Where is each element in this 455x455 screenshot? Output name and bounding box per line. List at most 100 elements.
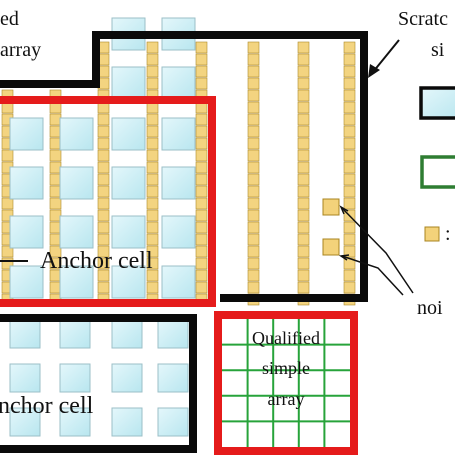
stripe-square	[49, 149, 62, 162]
cyan-cell	[59, 117, 94, 151]
stripe-square	[97, 197, 110, 210]
stripe-square	[343, 53, 356, 66]
stripe-square	[343, 281, 356, 294]
stripe-square	[247, 77, 260, 90]
stripe-square	[146, 113, 159, 126]
stripe-square	[146, 65, 159, 78]
noise-square-2	[322, 238, 340, 256]
stripe-square	[49, 221, 62, 234]
stripe-square	[343, 77, 356, 90]
anchor-cell-label: Anchor cell	[40, 248, 153, 274]
stripe-square	[1, 149, 14, 162]
cyan-cell	[111, 215, 146, 249]
stripe-square	[195, 185, 208, 198]
cyan-cell	[111, 117, 146, 151]
stripe-square	[343, 185, 356, 198]
cyan-cell-lower	[59, 319, 91, 349]
stripe-square	[1, 257, 14, 270]
stripe-square	[247, 185, 260, 198]
noise-square-legend-icon	[424, 226, 440, 242]
stripe-square	[49, 209, 62, 222]
stripe-square	[97, 125, 110, 138]
stripe-square	[97, 173, 110, 186]
stripe-square	[247, 173, 260, 186]
stripe-square	[146, 245, 159, 258]
cyan-cell-lower	[157, 363, 189, 393]
stripe-square	[97, 245, 110, 258]
cyan-cell-lower	[59, 363, 91, 393]
lower-array-outline	[0, 314, 197, 453]
stripe-square	[297, 233, 310, 246]
stripe-square	[195, 281, 208, 294]
stripe-square	[343, 65, 356, 78]
stripe-square	[49, 185, 62, 198]
noise-square-1	[322, 198, 340, 216]
stripe-square	[297, 113, 310, 126]
stripe-square	[247, 125, 260, 138]
stripe-square	[97, 149, 110, 162]
cyan-cell	[161, 117, 196, 151]
top-left-label-line1: ed	[0, 8, 19, 30]
stripe-square	[195, 65, 208, 78]
noise-pointer-1	[341, 207, 414, 294]
yellow-stripe-columns	[1, 41, 356, 306]
stripe-square	[97, 185, 110, 198]
stripe-square	[97, 209, 110, 222]
stripe-square	[97, 233, 110, 246]
noise-label: noi	[417, 297, 443, 319]
stripe-square	[297, 149, 310, 162]
stripe-square	[146, 197, 159, 210]
cyan-cell-lower	[59, 407, 91, 437]
stripe-square	[247, 221, 260, 234]
stripe-square	[297, 65, 310, 78]
stripe-square	[195, 269, 208, 282]
stripe-square	[195, 209, 208, 222]
stripe-square	[297, 221, 310, 234]
stripe-square	[297, 137, 310, 150]
stripe-square	[297, 77, 310, 90]
stripe-square	[343, 125, 356, 138]
stripe-square	[49, 173, 62, 186]
stripe-square	[247, 161, 260, 174]
stripe-square	[343, 245, 356, 258]
stripe-square	[297, 125, 310, 138]
anchor-cell-highlight-box	[0, 96, 216, 307]
stripe-square	[247, 101, 260, 114]
qualified-array-label-line3: array	[268, 389, 305, 409]
qualified-array-grid	[222, 319, 350, 447]
stripe-square	[195, 149, 208, 162]
qualified-array-label-line1: Qualified	[252, 328, 320, 348]
cyan-cell	[9, 215, 44, 249]
cyan-cell	[59, 265, 94, 299]
cyan-cell-lower	[157, 319, 189, 349]
stripe-square	[247, 209, 260, 222]
cyan-cell	[111, 265, 146, 299]
stripe-square	[343, 197, 356, 210]
stripe-square	[247, 53, 260, 66]
stripe-square	[343, 233, 356, 246]
stripe-square	[247, 233, 260, 246]
cyan-cell	[9, 166, 44, 200]
cyan-cell	[111, 66, 146, 100]
stripe-square	[247, 257, 260, 270]
stripe-square	[343, 113, 356, 126]
stripe-square	[195, 197, 208, 210]
stripe-square	[146, 53, 159, 66]
noise-pointer-2-head	[338, 254, 350, 261]
stripe-square	[297, 257, 310, 270]
stripe-square	[49, 137, 62, 150]
stripe-square	[247, 281, 260, 294]
stripe-square	[343, 149, 356, 162]
stripe-square	[247, 137, 260, 150]
stripe-square	[247, 113, 260, 126]
stripe-square	[146, 41, 159, 54]
anchor-cell-label-lower: nchor cell	[0, 393, 94, 419]
stripe-square	[97, 113, 110, 126]
stripe-square	[297, 197, 310, 210]
stripe-square	[1, 245, 14, 258]
cyan-cell-lower	[111, 319, 143, 349]
stripe-square	[343, 41, 356, 54]
stripe-square	[146, 221, 159, 234]
stripe-square	[297, 101, 310, 114]
stripe-square	[49, 245, 62, 258]
